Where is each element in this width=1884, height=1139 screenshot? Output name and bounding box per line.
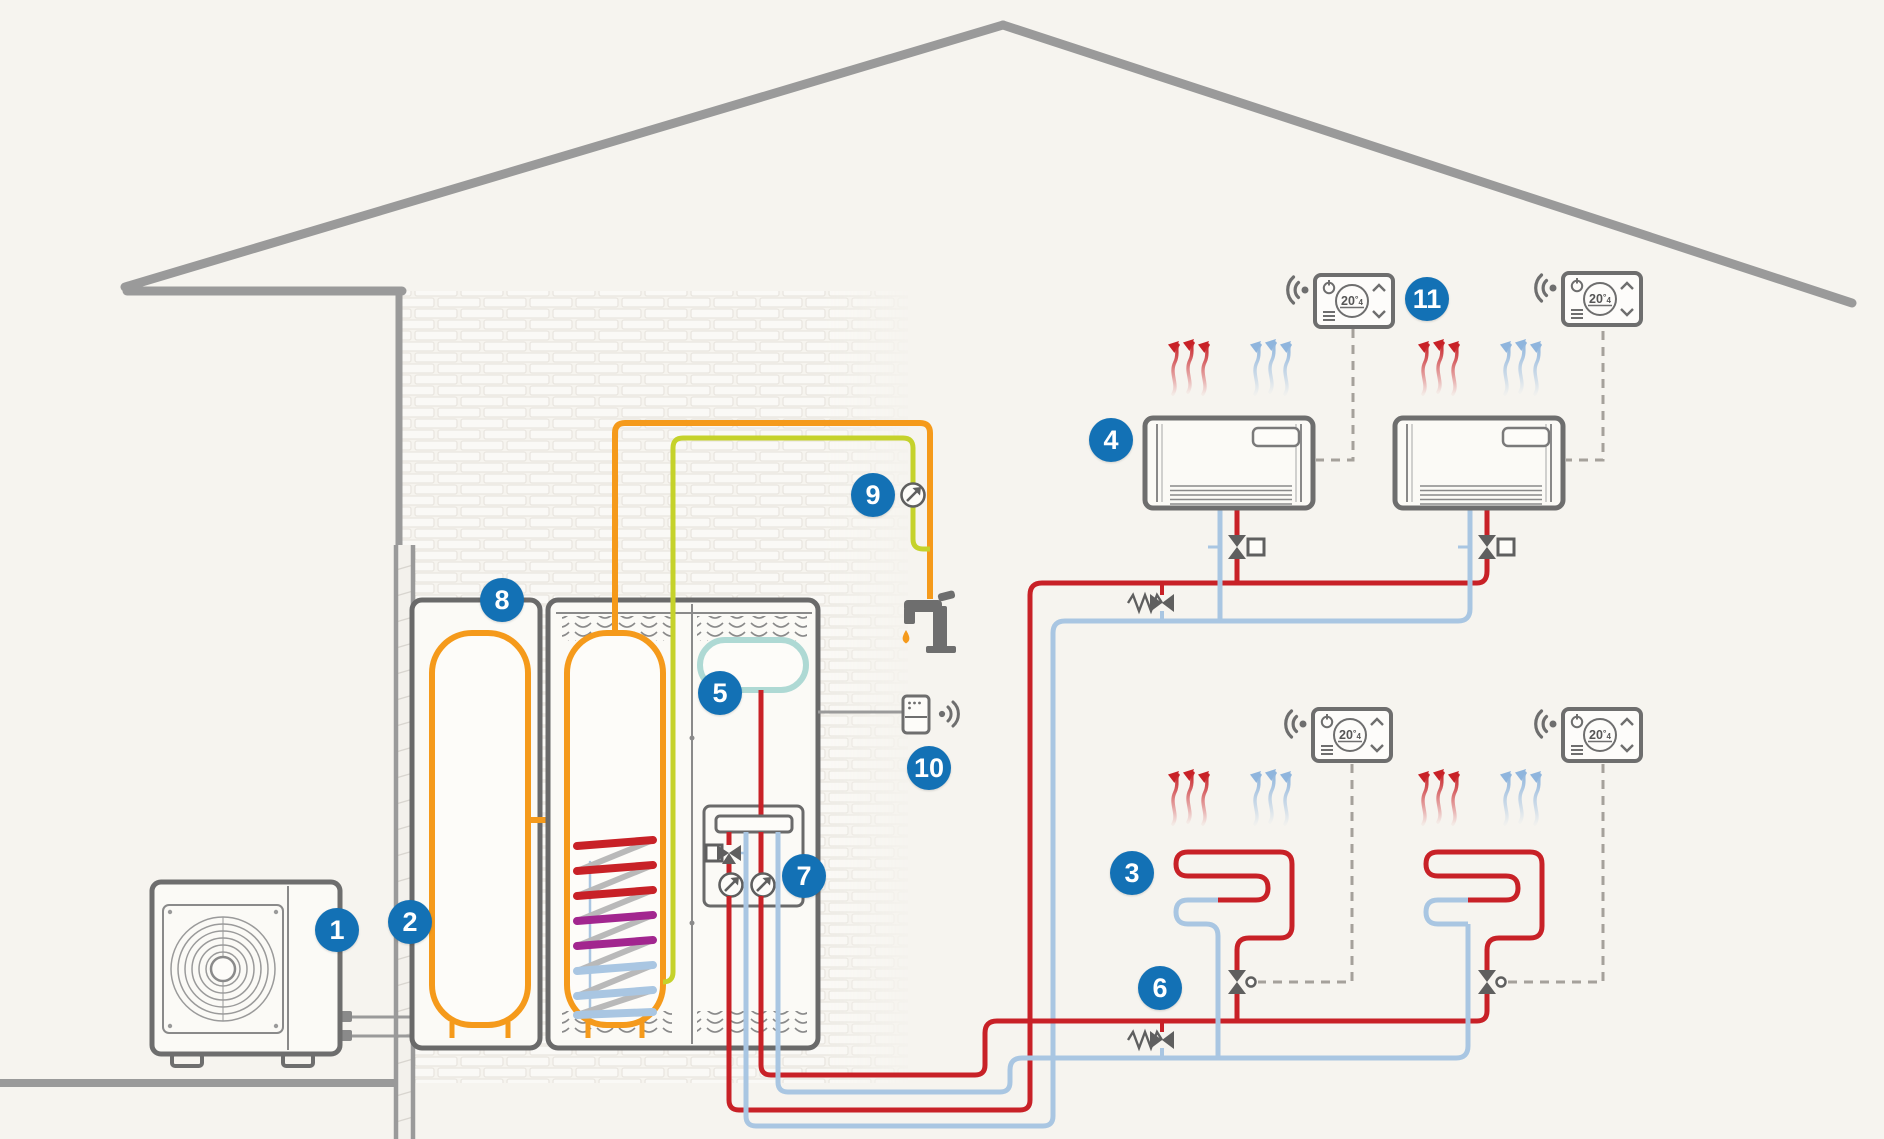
water-drop-icon [902, 630, 910, 644]
badge-outdoor-unit: 1 [315, 908, 359, 952]
bypass-valve-underfloor [1126, 1021, 1176, 1058]
underfloor-loop-left-hot [1173, 849, 1295, 970]
tap-icon [904, 590, 956, 653]
badge-hydraulic-module: 7 [782, 854, 826, 898]
vent-grille [697, 1011, 807, 1036]
badge-thermostat: 11 [1405, 277, 1449, 321]
underfloor-return-pipe [775, 832, 1471, 1095]
outdoor-unit [149, 879, 343, 1068]
control-lines [1258, 329, 1605, 984]
circulation-pump-icon [900, 482, 926, 508]
thermostat-display: 20°4 [1341, 294, 1363, 308]
underfloor-loop-right-hot [1423, 849, 1545, 970]
fancoil-valve-left [1208, 535, 1266, 559]
badge-buffer-tank: 8 [480, 578, 524, 622]
underfloor-supply-pipe [758, 849, 1545, 1078]
bypass-valve-fancoil [1126, 583, 1176, 621]
mixing-valve-icon [704, 843, 748, 864]
gateway-icon [901, 694, 931, 735]
fan-coil-supply-pipe [726, 508, 1490, 1113]
fan-icon [170, 916, 276, 1022]
dhw-hot-pipe [612, 420, 933, 633]
badge-bypass-valve: 6 [1138, 966, 1182, 1010]
pump-icon [750, 872, 776, 898]
fan-coil-unit-right [1395, 418, 1563, 508]
buffer-tank-cabinet [409, 597, 543, 1051]
badge-fan-coil: 4 [1089, 418, 1133, 462]
fancoil-valve-right [1458, 535, 1516, 559]
thermostat-display: 20°4 [1589, 728, 1611, 742]
badge-circulation-pump: 9 [851, 473, 895, 517]
badge-gateway: 10 [907, 746, 951, 790]
zone-valve-underfloor-left [1228, 970, 1257, 994]
pump-icon [718, 872, 744, 898]
thermostat-display: 20°4 [1339, 728, 1361, 742]
vent-grille [697, 616, 807, 641]
underfloor-loop-right-cool [1423, 897, 1468, 927]
zone-valve-underfloor-right [1478, 970, 1507, 994]
buffer-tank [429, 630, 531, 1028]
fan-coil-return-pipe [743, 508, 1473, 1129]
manifold [714, 814, 794, 834]
dhw-tank [564, 630, 666, 1038]
badge-expansion-vessel: 5 [698, 671, 742, 715]
wifi-signal-icon [937, 700, 960, 728]
thermostat-display: 20°4 [1589, 292, 1611, 306]
dhw-circulation-pipe [662, 435, 930, 985]
underfloor-loop-left-cool [1173, 897, 1221, 1058]
badge-wall-duct: 2 [388, 900, 432, 944]
house-roof [120, 20, 1857, 308]
fan-coil-unit-left [1145, 418, 1313, 508]
dhw-coil [573, 836, 657, 1019]
badge-underfloor-heating: 3 [1110, 851, 1154, 895]
